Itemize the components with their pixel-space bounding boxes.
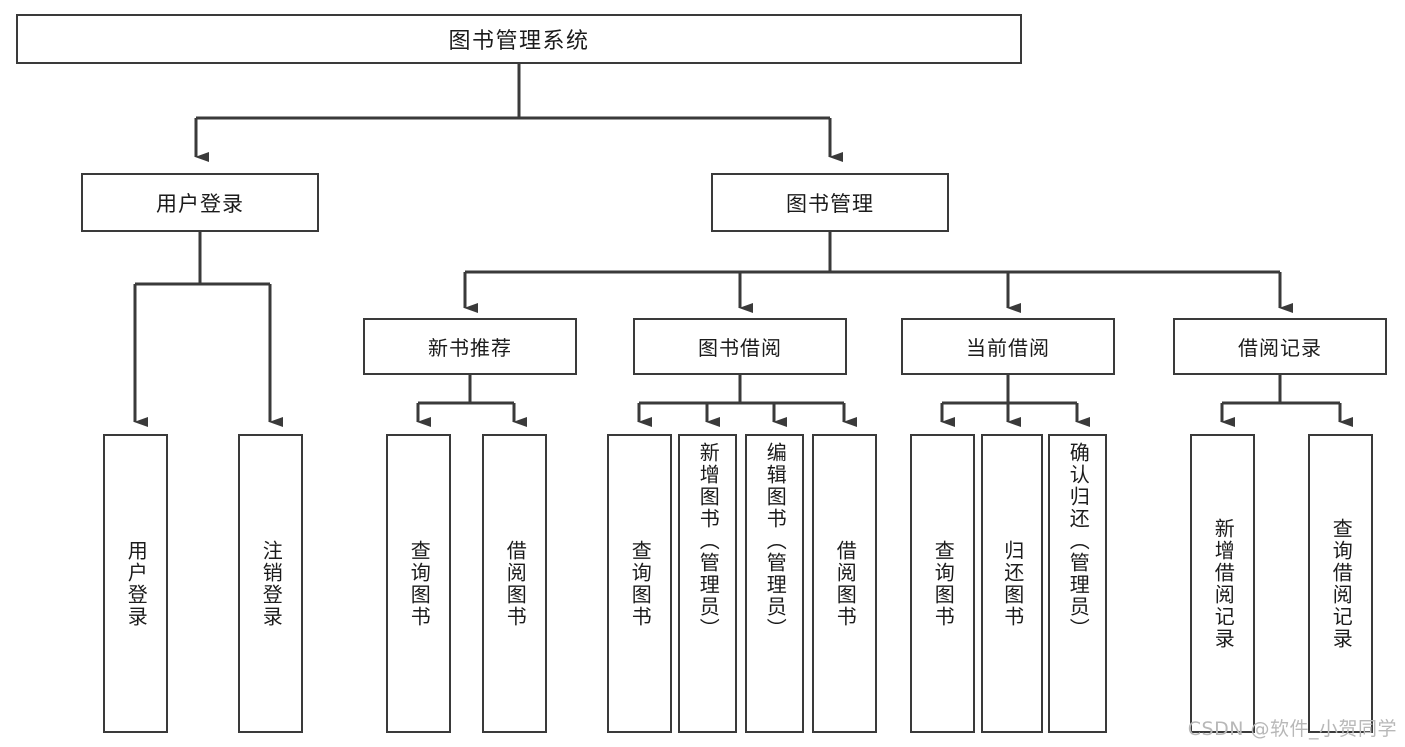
node-leaf-query-record-label: 查询借阅记录: [1329, 517, 1354, 650]
node-book-borrow[interactable]: 图书借阅: [633, 318, 847, 375]
node-book-manage[interactable]: 图书管理: [711, 173, 949, 232]
node-leaf-query-book-2[interactable]: 查询图书: [607, 434, 672, 733]
node-leaf-edit-book-label: 编辑图书（管理员）: [763, 442, 788, 640]
node-borrow-record[interactable]: 借阅记录: [1173, 318, 1387, 375]
node-leaf-add-record-label: 新增借阅记录: [1211, 517, 1236, 650]
node-leaf-query-book-2-label: 查询图书: [628, 539, 653, 628]
node-user-login-label: 用户登录: [156, 191, 244, 216]
node-new-book-recommend[interactable]: 新书推荐: [363, 318, 577, 375]
node-book-borrow-label: 图书借阅: [698, 336, 782, 360]
node-leaf-user-login[interactable]: 用户登录: [103, 434, 168, 733]
node-leaf-query-record[interactable]: 查询借阅记录: [1308, 434, 1373, 733]
node-leaf-borrow-book-2[interactable]: 借阅图书: [812, 434, 877, 733]
node-new-book-recommend-label: 新书推荐: [428, 336, 512, 360]
node-leaf-query-book-3[interactable]: 查询图书: [910, 434, 975, 733]
node-leaf-add-book[interactable]: 新增图书（管理员）: [678, 434, 737, 733]
node-leaf-query-book-1[interactable]: 查询图书: [386, 434, 451, 733]
node-root-label: 图书管理系统: [448, 29, 590, 54]
node-leaf-query-book-3-label: 查询图书: [931, 539, 956, 628]
node-user-login[interactable]: 用户登录: [81, 173, 319, 232]
node-leaf-confirm-return[interactable]: 确认归还（管理员）: [1048, 434, 1107, 733]
node-root[interactable]: 图书管理系统: [16, 14, 1022, 64]
node-book-manage-label: 图书管理: [786, 191, 874, 216]
node-leaf-borrow-book-1-label: 借阅图书: [503, 539, 528, 628]
node-leaf-user-logout[interactable]: 注销登录: [238, 434, 303, 733]
node-current-borrow[interactable]: 当前借阅: [901, 318, 1115, 375]
node-leaf-user-logout-label: 注销登录: [259, 539, 284, 628]
node-leaf-user-login-label: 用户登录: [124, 539, 149, 628]
node-leaf-query-book-1-label: 查询图书: [407, 539, 432, 628]
node-leaf-add-record[interactable]: 新增借阅记录: [1190, 434, 1255, 733]
node-leaf-add-book-label: 新增图书（管理员）: [696, 442, 721, 640]
node-leaf-confirm-return-label: 确认归还（管理员）: [1066, 442, 1091, 640]
node-leaf-return-book-label: 归还图书: [1000, 539, 1025, 628]
node-leaf-return-book[interactable]: 归还图书: [981, 434, 1043, 733]
node-leaf-borrow-book-1[interactable]: 借阅图书: [482, 434, 547, 733]
node-current-borrow-label: 当前借阅: [966, 336, 1050, 360]
node-borrow-record-label: 借阅记录: [1238, 336, 1322, 360]
node-leaf-edit-book[interactable]: 编辑图书（管理员）: [745, 434, 804, 733]
watermark-text: CSDN @软件_小贺同学: [1187, 718, 1397, 740]
node-leaf-borrow-book-2-label: 借阅图书: [833, 539, 858, 628]
